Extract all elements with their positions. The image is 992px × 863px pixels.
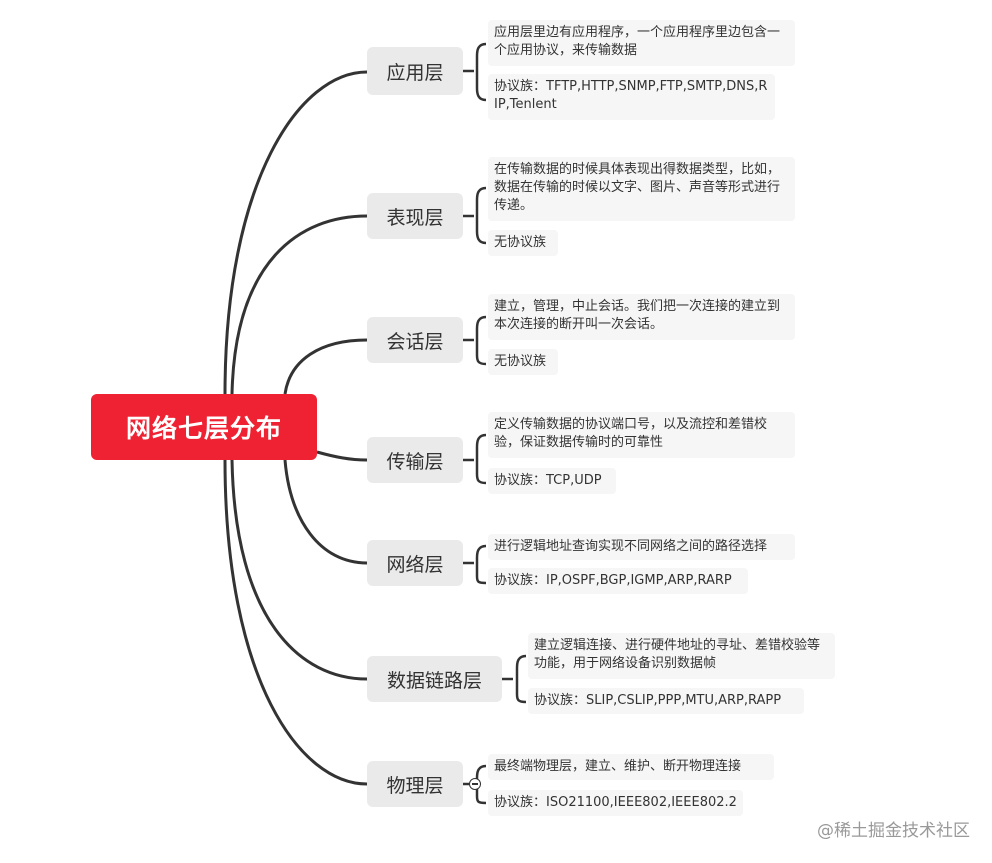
connector-root-presentation bbox=[230, 214, 368, 395]
datalink-layer-description[interactable]: 建立逻辑连接、进行硬件地址的寻址、差错校验等功能，用于网络设备识别数据帧 bbox=[528, 633, 835, 679]
bracket-applayer bbox=[463, 42, 487, 102]
session-layer-description[interactable]: 建立，管理，中止会话。我们把一次连接的建立到本次连接的断开叫一次会话。 bbox=[488, 294, 795, 340]
transport-layer-description[interactable]: 定义传输数据的协议端口号，以及流控和差错校验，保证数据传输时的可靠性 bbox=[488, 412, 795, 458]
transport-layer-protocols[interactable]: 协议族：TCP,UDP bbox=[488, 468, 616, 494]
connector-root-physical bbox=[223, 459, 368, 786]
topic-datalink-layer[interactable]: 数据链路层 bbox=[367, 656, 502, 702]
root-topic[interactable]: 网络七层分布 bbox=[91, 394, 317, 460]
connector-root-datalink bbox=[230, 459, 368, 681]
session-layer-protocols[interactable]: 无协议族 bbox=[488, 349, 558, 375]
topic-transport-layer[interactable]: 传输层 bbox=[367, 437, 463, 483]
connector-root-transport bbox=[316, 450, 368, 462]
topic-application-layer[interactable]: 应用层 bbox=[367, 47, 463, 95]
bracket-transport bbox=[463, 433, 487, 485]
network-layer-description[interactable]: 进行逻辑地址查询实现不同网络之间的路径选择 bbox=[488, 534, 795, 560]
connector-root-applayer bbox=[223, 70, 368, 395]
network-layer-protocols[interactable]: 协议族：IP,OSPF,BGP,IGMP,ARP,RARP bbox=[488, 568, 748, 594]
application-layer-description[interactable]: 应用层里边有应用程序，一个应用程序里边包含一个应用协议，来传输数据 bbox=[488, 20, 795, 66]
physical-layer-description[interactable]: 最终端物理层，建立、维护、断开物理连接 bbox=[488, 754, 774, 780]
bracket-presentation bbox=[463, 186, 487, 245]
datalink-layer-protocols[interactable]: 协议族：SLIP,CSLIP,PPP,MTU,ARP,RAPP bbox=[528, 688, 804, 714]
topic-network-layer[interactable]: 网络层 bbox=[367, 540, 463, 586]
connector-root-network bbox=[283, 459, 368, 565]
bracket-datalink bbox=[502, 654, 527, 704]
collapse-minus-icon[interactable] bbox=[469, 778, 481, 790]
bracket-network bbox=[463, 544, 487, 585]
topic-physical-layer[interactable]: 物理层 bbox=[367, 761, 463, 807]
topic-presentation-layer[interactable]: 表现层 bbox=[367, 193, 463, 239]
bracket-session bbox=[463, 315, 487, 366]
presentation-layer-description[interactable]: 在传输数据的时候具体表现出得数据类型，比如，数据在传输的时候以文字、图片、声音等… bbox=[488, 157, 795, 221]
topic-session-layer[interactable]: 会话层 bbox=[367, 317, 463, 363]
watermark: @稀土掘金技术社区 bbox=[817, 821, 970, 841]
physical-layer-protocols[interactable]: 协议族：ISO21100,IEEE802,IEEE802.2 bbox=[488, 790, 743, 816]
presentation-layer-protocols[interactable]: 无协议族 bbox=[488, 230, 558, 256]
connector-root-session bbox=[283, 338, 368, 395]
application-layer-protocols[interactable]: 协议族：TFTP,HTTP,SNMP,FTP,SMTP,DNS,RIP,Tenl… bbox=[488, 74, 775, 120]
